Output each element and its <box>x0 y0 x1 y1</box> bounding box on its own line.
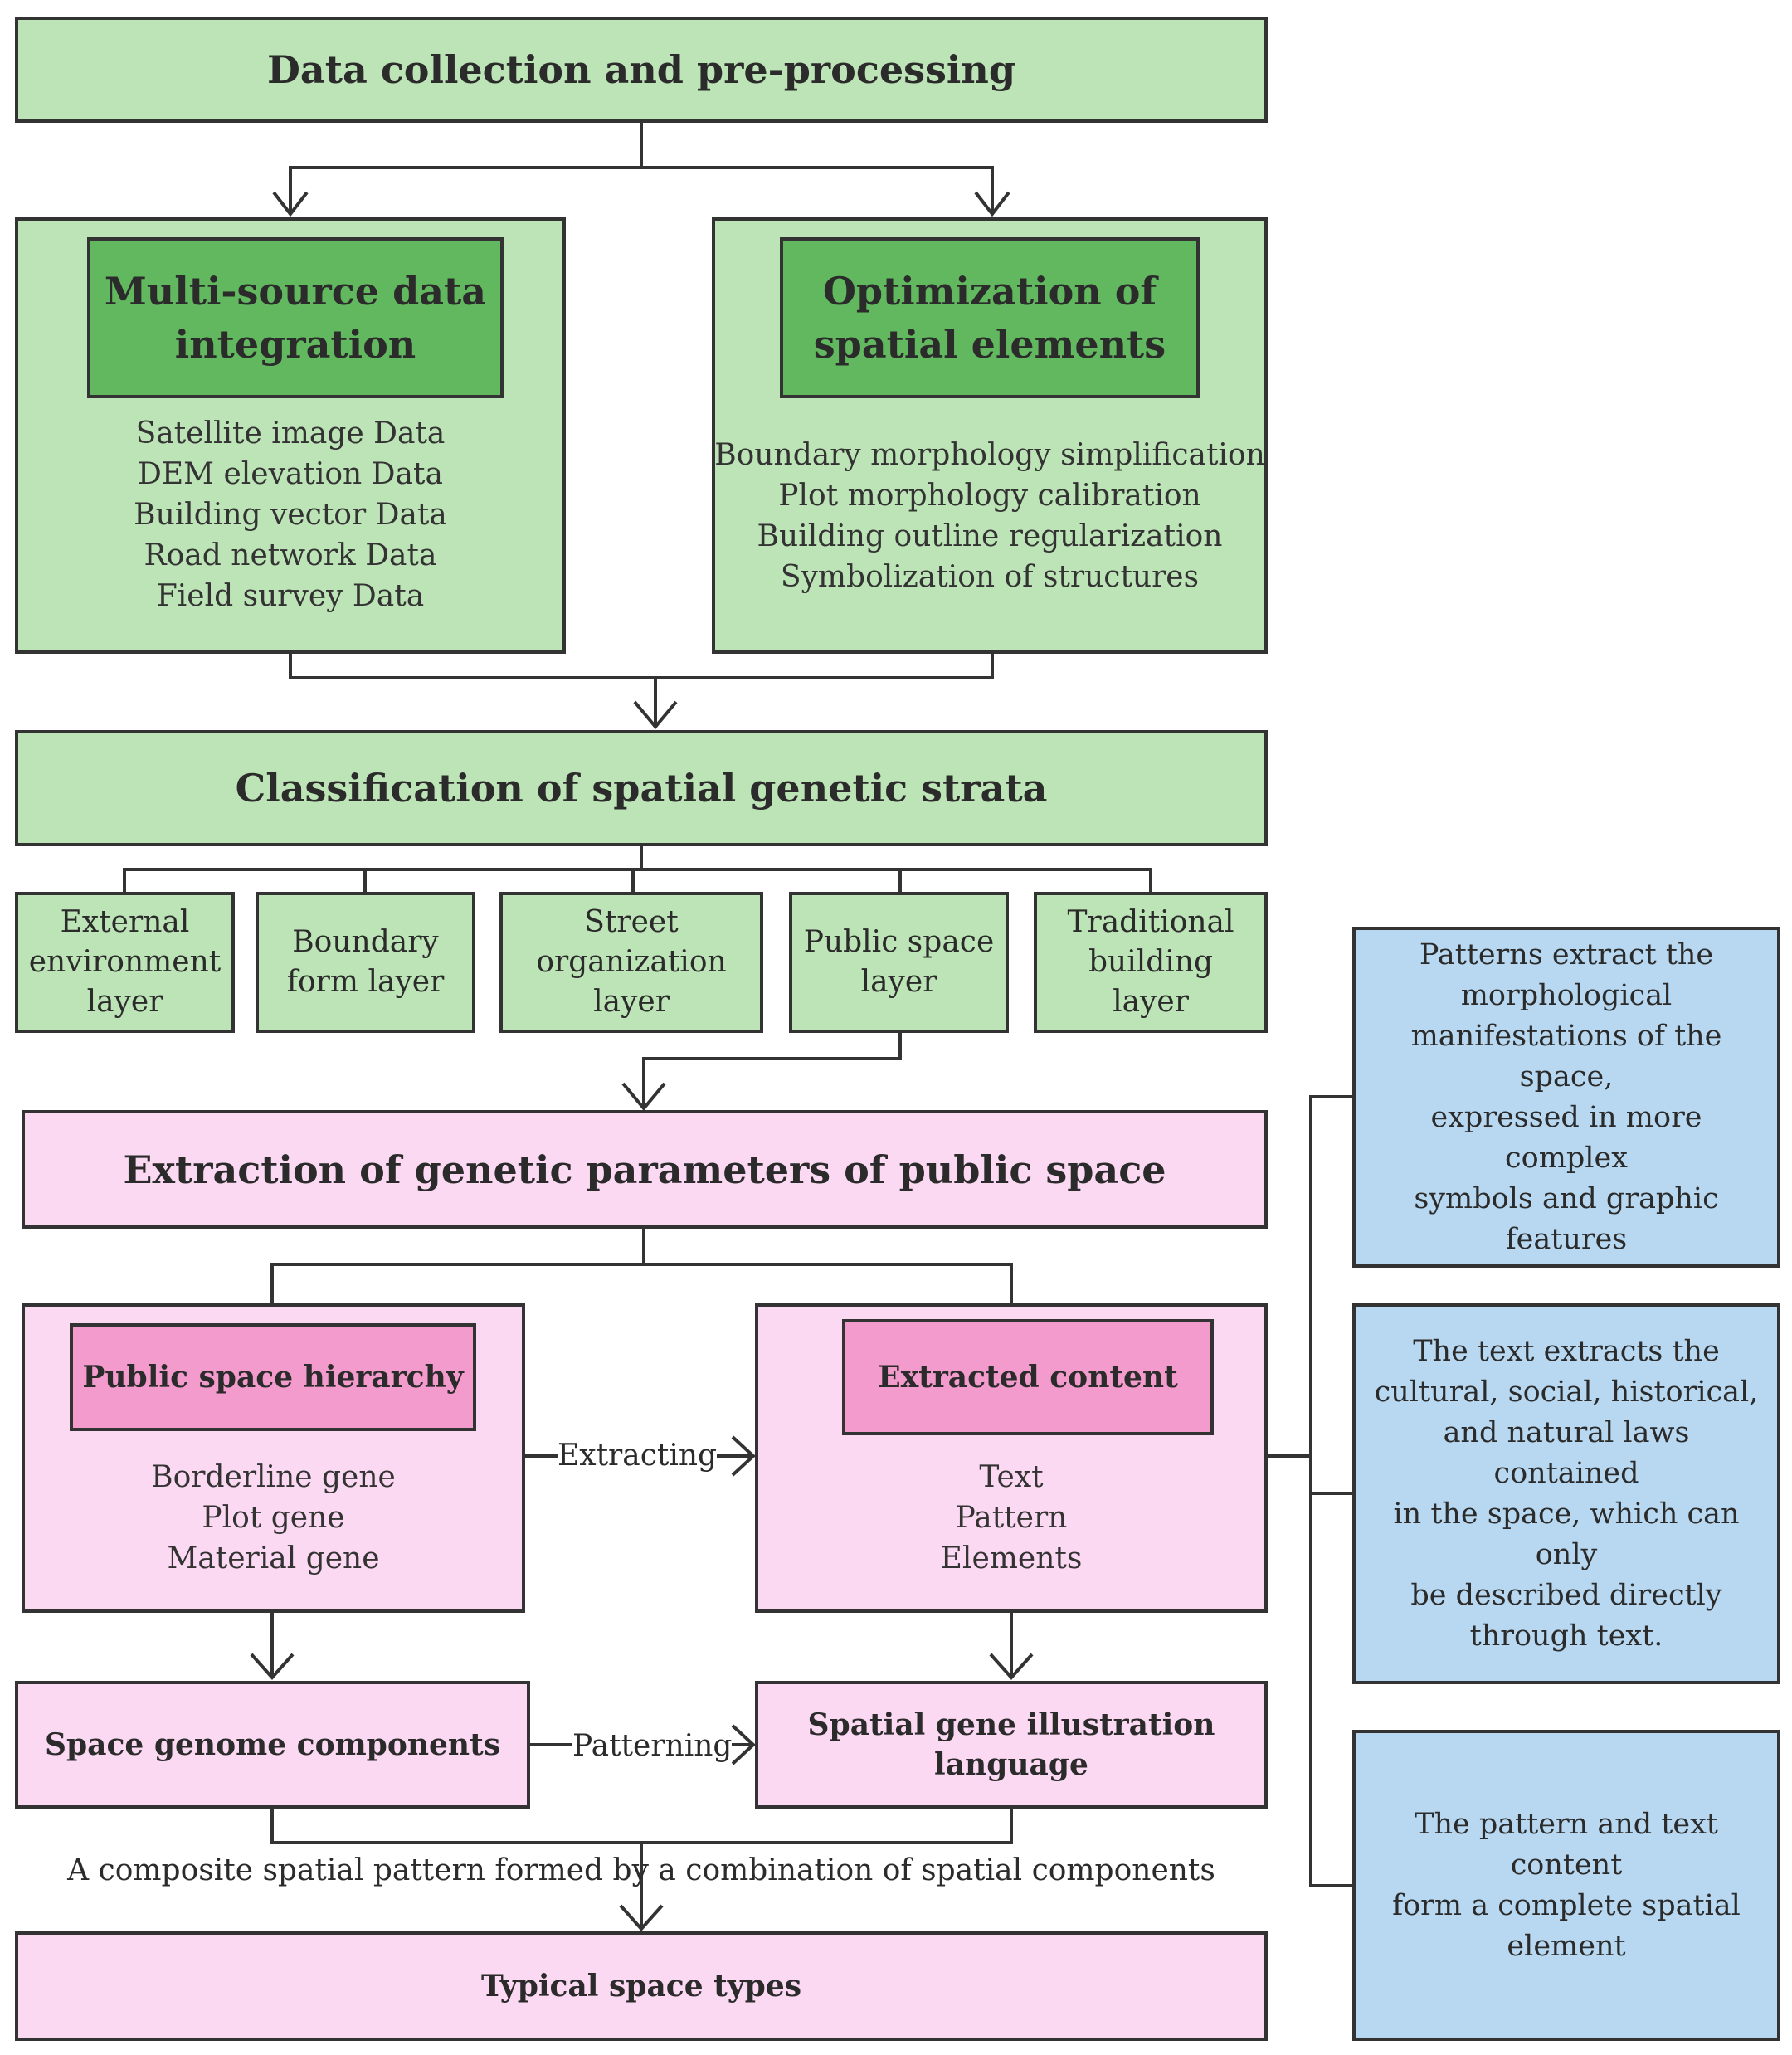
layer-traditional-building: Traditional building layer <box>1034 892 1268 1033</box>
integration-list: Satellite image Data DEM elevation Data … <box>15 413 566 616</box>
layer-label: layer <box>860 965 937 999</box>
hierarchy-title-box: Public space hierarchy <box>70 1323 476 1431</box>
classification-title: Classification of spatial genetic strata <box>235 766 1048 811</box>
list-item: Elements <box>940 1541 1083 1575</box>
illustration-title-line2: language <box>934 1747 1088 1782</box>
hierarchy-list: Borderline gene Plot gene Material gene <box>22 1457 525 1579</box>
layer-label: External <box>60 905 190 939</box>
extraction-box: Extraction of genetic parameters of publ… <box>22 1110 1268 1229</box>
list-item: Boundary morphology simplification <box>714 438 1265 472</box>
typical-space-box: Typical space types <box>15 1931 1268 2041</box>
list-item: Plot gene <box>202 1501 345 1535</box>
list-item: DEM elevation Data <box>138 457 443 491</box>
layer-label: Public space <box>803 925 995 959</box>
components-title: Space genome components <box>45 1727 500 1762</box>
list-item: Material gene <box>167 1541 380 1575</box>
note-line: and natural laws contained <box>1443 1415 1690 1490</box>
optimization-title-line2: spatial elements <box>813 322 1166 367</box>
optimization-list: Boundary morphology simplification Plot … <box>712 435 1268 597</box>
layer-label: form layer <box>286 965 445 999</box>
note-complete-element: The pattern and text content form a comp… <box>1352 1730 1780 2041</box>
extracting-label: Extracting <box>558 1438 718 1474</box>
note-line: The pattern and text content <box>1415 1807 1718 1882</box>
list-item: Plot morphology calibration <box>778 479 1201 513</box>
patterning-label: Patterning <box>572 1728 733 1765</box>
layer-label: Boundary <box>292 925 439 959</box>
layer-label: layer <box>593 985 670 1019</box>
optimization-title-line1: Optimization of <box>822 269 1157 314</box>
note-line: features <box>1505 1222 1628 1256</box>
note-line: form a complete spatial <box>1392 1888 1741 1922</box>
layer-label: Traditional <box>1067 905 1234 939</box>
note-line: cultural, social, historical, <box>1374 1375 1759 1409</box>
layer-label: layer <box>86 985 163 1019</box>
note-line: expressed in more complex <box>1430 1100 1702 1175</box>
list-item: Pattern <box>955 1501 1068 1535</box>
list-item: Satellite image Data <box>135 416 446 450</box>
layer-public-space: Public space layer <box>789 892 1009 1033</box>
list-item: Building outline regularization <box>757 519 1223 553</box>
content-list: Text Pattern Elements <box>755 1457 1268 1579</box>
content-title: Extracted content <box>878 1360 1178 1395</box>
integration-title-line2: integration <box>174 322 416 367</box>
list-item: Building vector Data <box>134 498 447 532</box>
layer-label: environment <box>28 945 222 979</box>
list-item: Symbolization of structures <box>780 560 1200 594</box>
components-box: Space genome components <box>15 1681 530 1809</box>
list-item: Borderline gene <box>151 1460 396 1494</box>
layer-label: building <box>1088 945 1214 979</box>
optimization-title-box: Optimization of spatial elements <box>780 237 1200 398</box>
layer-external-environment: External environment layer <box>15 892 235 1033</box>
layer-label: layer <box>1113 985 1189 1019</box>
illustration-title-line1: Spatial gene illustration <box>807 1707 1215 1742</box>
note-text: The text extracts the cultural, social, … <box>1352 1303 1780 1684</box>
note-line: be described directly <box>1410 1578 1722 1612</box>
composite-caption: A composite spatial pattern formed by a … <box>67 1853 1215 1887</box>
list-item: Field survey Data <box>156 579 425 613</box>
list-item: Road network Data <box>144 538 437 572</box>
integration-title-line1: Multi-source data <box>104 269 487 314</box>
layer-label: Street <box>584 905 679 939</box>
layer-label: organization <box>536 945 727 979</box>
note-line: The text extracts the <box>1413 1334 1720 1368</box>
note-line: Patterns extract the <box>1419 937 1714 971</box>
note-line: element <box>1507 1929 1626 1963</box>
note-line: symbols and graphic <box>1414 1181 1719 1215</box>
extraction-title: Extraction of genetic parameters of publ… <box>123 1147 1166 1192</box>
illustration-box: Spatial gene illustration language <box>755 1681 1268 1809</box>
note-line: manifestations of the space, <box>1410 1019 1722 1093</box>
integration-title-box: Multi-source data integration <box>87 237 504 398</box>
layer-boundary-form: Boundary form layer <box>256 892 475 1033</box>
typical-space-title: Typical space types <box>480 1969 802 2004</box>
note-line: in the space, which can only <box>1393 1497 1740 1571</box>
note-patterns: Patterns extract the morphological manif… <box>1352 927 1780 1268</box>
list-item: Text <box>979 1460 1044 1494</box>
data-collection-box: Data collection and pre-processing <box>15 17 1268 123</box>
note-line: morphological <box>1460 978 1673 1012</box>
hierarchy-title: Public space hierarchy <box>82 1360 464 1395</box>
note-line: through text. <box>1469 1619 1663 1653</box>
content-title-box: Extracted content <box>842 1319 1214 1435</box>
layer-street-organization: Street organization layer <box>499 892 763 1033</box>
classification-box: Classification of spatial genetic strata <box>15 730 1268 846</box>
data-collection-title: Data collection and pre-processing <box>267 47 1015 92</box>
